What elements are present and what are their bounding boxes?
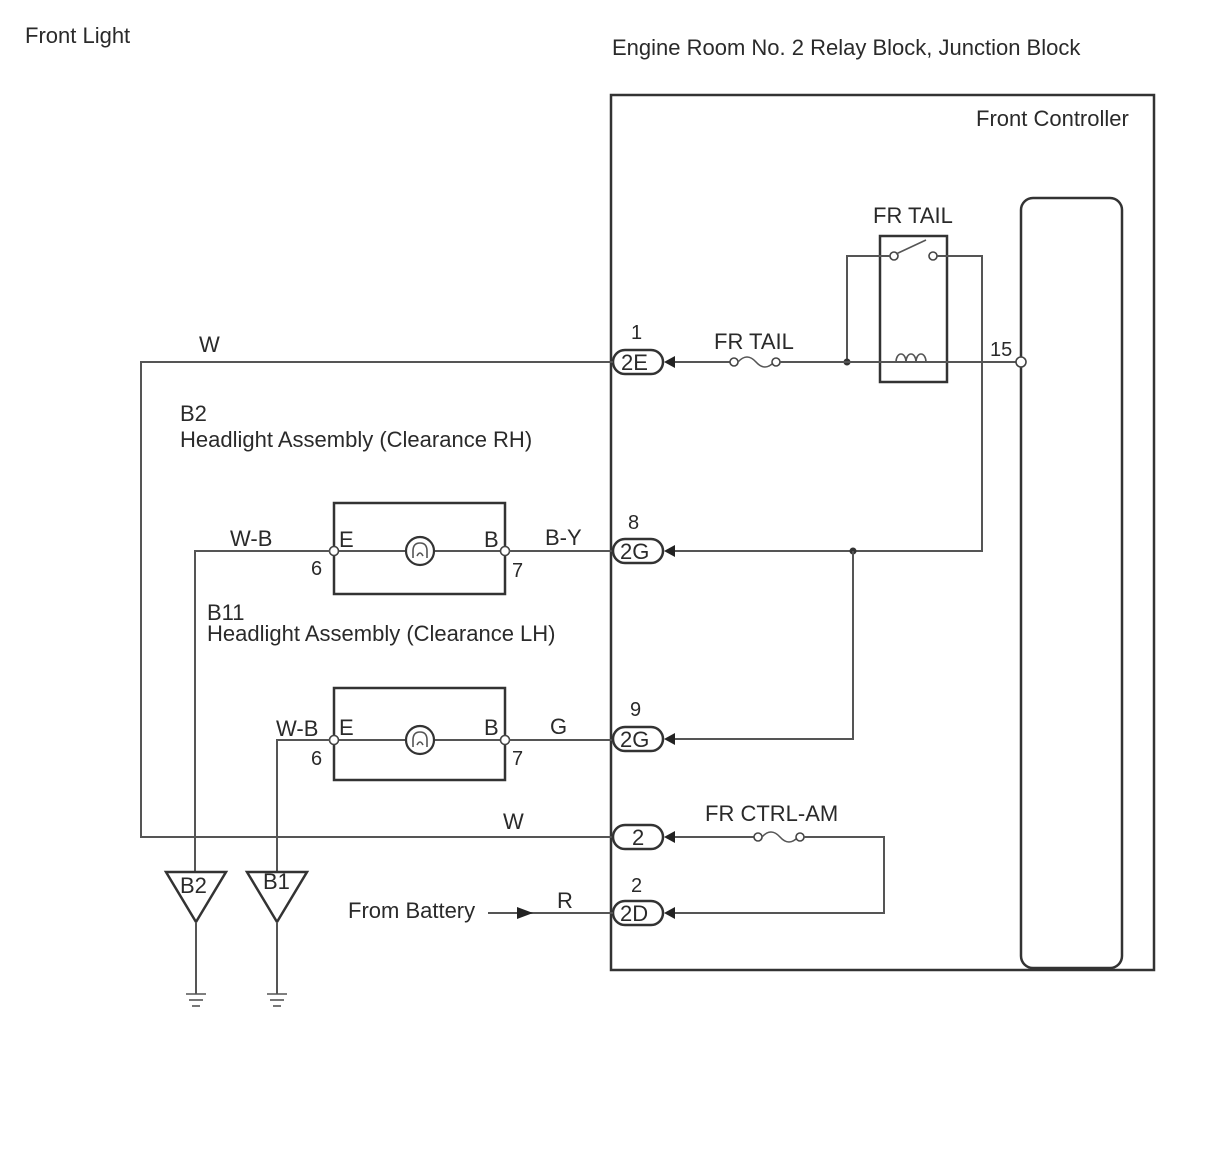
relay-coil-icon (895, 353, 927, 363)
wire-rh-ground-label: W-B (230, 526, 272, 551)
wire-lh-feed-label: G (550, 714, 567, 739)
headlight-rh-term-e: E (339, 527, 354, 552)
headlight-rh-pin-e-label: 6 (311, 558, 322, 580)
connector-2d-label: 2D (620, 901, 648, 926)
connector-2d-pin: 2 (631, 875, 642, 897)
headlight-lh-pin-e-label: 6 (311, 748, 322, 770)
ground-b1-label: B1 (263, 869, 290, 894)
wire-w-top (140, 361, 613, 838)
connector-2g-9-label: 2G (620, 727, 649, 752)
headlight-lh-code: B11 (207, 600, 245, 625)
connector-2g-8 (611, 537, 665, 565)
controller-label: Front Controller (976, 106, 1129, 131)
wire-fuse-2d (675, 836, 885, 914)
headlight-lh-pin-b-label: 7 (512, 748, 523, 770)
headlight-lh-term-b: B (484, 715, 499, 740)
headlight-rh-pin-b (499, 545, 511, 557)
wire-lh-ground-label: W-B (276, 716, 318, 741)
fuse-ctrl-icon (753, 831, 805, 843)
connector-2e-label: 2E (621, 350, 648, 375)
headlight-lh-term-e: E (339, 715, 354, 740)
ground-point-b2: B2 (163, 870, 229, 925)
wire-2g-link (675, 551, 854, 740)
headlight-rh-pin-e (328, 545, 340, 557)
diagram-title: Front Light (25, 23, 130, 48)
relay-switch-wire-left (846, 255, 890, 362)
wire-w-mid-label: W (503, 809, 524, 834)
ground-point-b1: B1 (244, 869, 310, 925)
relay-switch-icon (889, 239, 938, 261)
block-title: Engine Room No. 2 Relay Block, Junction … (612, 35, 1081, 60)
arrow-2e-icon (664, 356, 675, 368)
connector-2g-9-pin: 9 (630, 699, 641, 721)
arrow-2g-8-icon (664, 545, 675, 557)
connector-2g-9 (611, 725, 665, 753)
wire-battery-label: R (557, 888, 573, 913)
battery-label: From Battery (348, 898, 475, 923)
arrow-2g-9-icon (664, 733, 675, 745)
headlight-rh-pin-b-label: 7 (512, 560, 523, 582)
headlight-rh-code: B2 (180, 401, 207, 426)
arrow-2d-icon (664, 907, 675, 919)
controller-pin-point (1015, 356, 1027, 368)
front-controller (1019, 196, 1124, 970)
relay-switch-wire-right (853, 255, 983, 552)
headlight-lh-name: Headlight Assembly (Clearance LH) (207, 621, 556, 646)
headlight-lh-pin-b (499, 734, 511, 746)
headlight-lh-bulb-icon (404, 724, 436, 756)
headlight-lh-pin-e (328, 734, 340, 746)
wire-rh-feed-label: B-Y (545, 525, 582, 550)
wire-w-top-label: W (199, 332, 220, 357)
headlight-lh-box (332, 686, 507, 782)
battery-arrow-icon (517, 907, 533, 919)
arrow-2-icon (664, 831, 675, 843)
fuse-ctrl-label: FR CTRL-AM (705, 801, 838, 826)
headlight-rh-name: Headlight Assembly (Clearance RH) (180, 427, 532, 452)
fuse-tail-icon (729, 356, 781, 368)
headlight-rh-term-b: B (484, 527, 499, 552)
headlight-rh-bulb-icon (404, 535, 436, 567)
wire-rh-ground (194, 550, 330, 872)
fuse-tail-label: FR TAIL (714, 329, 794, 354)
ground-b2-label: B2 (180, 873, 207, 898)
junction-block-outline (609, 93, 1156, 972)
relay-label: FR TAIL (873, 203, 953, 228)
connector-2 (611, 823, 665, 851)
wire-lh-ground (276, 739, 330, 872)
fr-tail-relay (878, 234, 949, 384)
ground-b1-icon (267, 993, 287, 1007)
connector-2e-pin: 1 (631, 322, 642, 344)
connector-2-label: 2 (632, 825, 644, 850)
controller-pin-label: 15 (990, 339, 1012, 361)
ground-b2-icon (186, 993, 206, 1007)
connector-2g-8-label: 2G (620, 539, 649, 564)
connector-2g-8-pin: 8 (628, 512, 639, 534)
